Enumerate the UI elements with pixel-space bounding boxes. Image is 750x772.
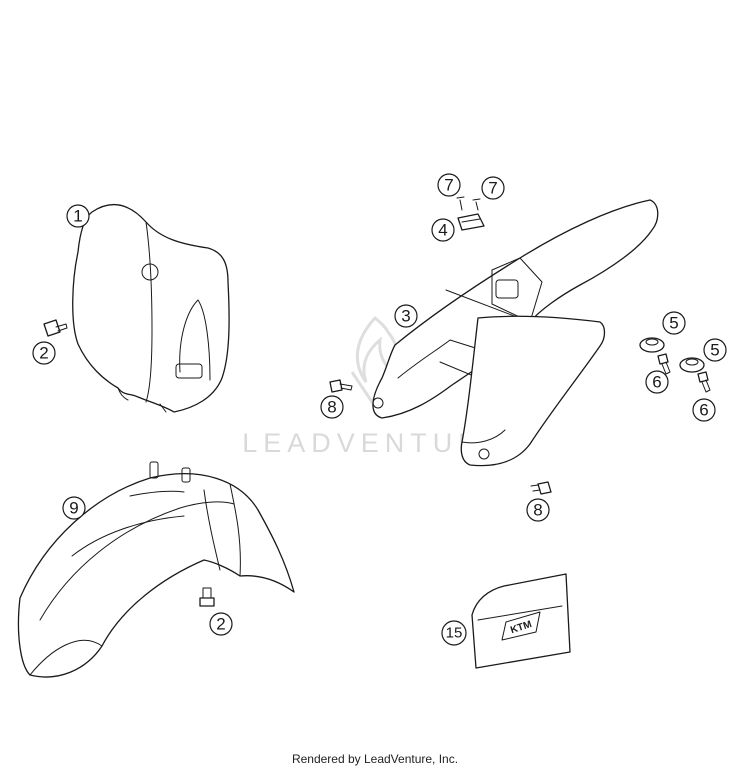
callout-label: 4 xyxy=(438,221,447,240)
callout-label: 8 xyxy=(327,398,336,417)
watermark-text: LEADVENTURE xyxy=(242,428,508,458)
callout-1[interactable]: 1 xyxy=(66,204,90,228)
callout-6-right[interactable]: 6 xyxy=(692,398,716,422)
callout-9[interactable]: 9 xyxy=(62,496,86,520)
part-washer-lower xyxy=(679,357,705,373)
callout-4[interactable]: 4 xyxy=(431,218,455,242)
part-washer-upper xyxy=(639,337,665,353)
part-screw-upper xyxy=(43,319,68,337)
callout-5-upper[interactable]: 5 xyxy=(662,311,686,335)
callout-8-right[interactable]: 8 xyxy=(526,498,550,522)
footer-credit: Rendered by LeadVenture, Inc. xyxy=(291,752,459,766)
callout-label: 9 xyxy=(69,499,78,518)
callout-2-lower[interactable]: 2 xyxy=(209,612,233,636)
callout-label: 1 xyxy=(73,207,82,226)
part-screw-right xyxy=(530,481,552,495)
callout-label: 5 xyxy=(669,314,678,333)
callout-label: 2 xyxy=(39,344,48,363)
part-screw-pair xyxy=(456,196,481,211)
callout-2-upper[interactable]: 2 xyxy=(32,341,56,365)
part-screw-left xyxy=(329,379,353,393)
callout-label: 6 xyxy=(699,401,708,420)
callout-3[interactable]: 3 xyxy=(394,304,418,328)
callout-6-left[interactable]: 6 xyxy=(645,370,669,394)
callout-5-lower[interactable]: 5 xyxy=(703,338,727,362)
callout-label: 2 xyxy=(216,615,225,634)
callout-15[interactable]: 15 xyxy=(441,620,467,646)
part-bracket xyxy=(457,213,485,231)
part-screw-lower xyxy=(199,587,215,607)
callout-8-left[interactable]: 8 xyxy=(320,395,344,419)
callout-label: 5 xyxy=(710,341,719,360)
callout-label: 8 xyxy=(533,501,542,520)
callout-7-right[interactable]: 7 xyxy=(481,176,505,200)
part-bolt-left xyxy=(657,353,671,375)
callout-7-left[interactable]: 7 xyxy=(437,173,461,197)
part-front-fender xyxy=(17,461,295,678)
callout-label: 7 xyxy=(444,176,453,195)
callout-label: 7 xyxy=(488,179,497,198)
part-rear-fender xyxy=(372,199,659,467)
part-sticker: KTM xyxy=(471,573,571,669)
watermark: LEADVENTURE xyxy=(242,315,508,458)
callout-label: 3 xyxy=(401,307,410,326)
part-number-plate xyxy=(72,203,230,413)
callout-label: 6 xyxy=(652,373,661,392)
part-bolt-right xyxy=(697,371,711,393)
callout-label: 15 xyxy=(446,625,463,642)
